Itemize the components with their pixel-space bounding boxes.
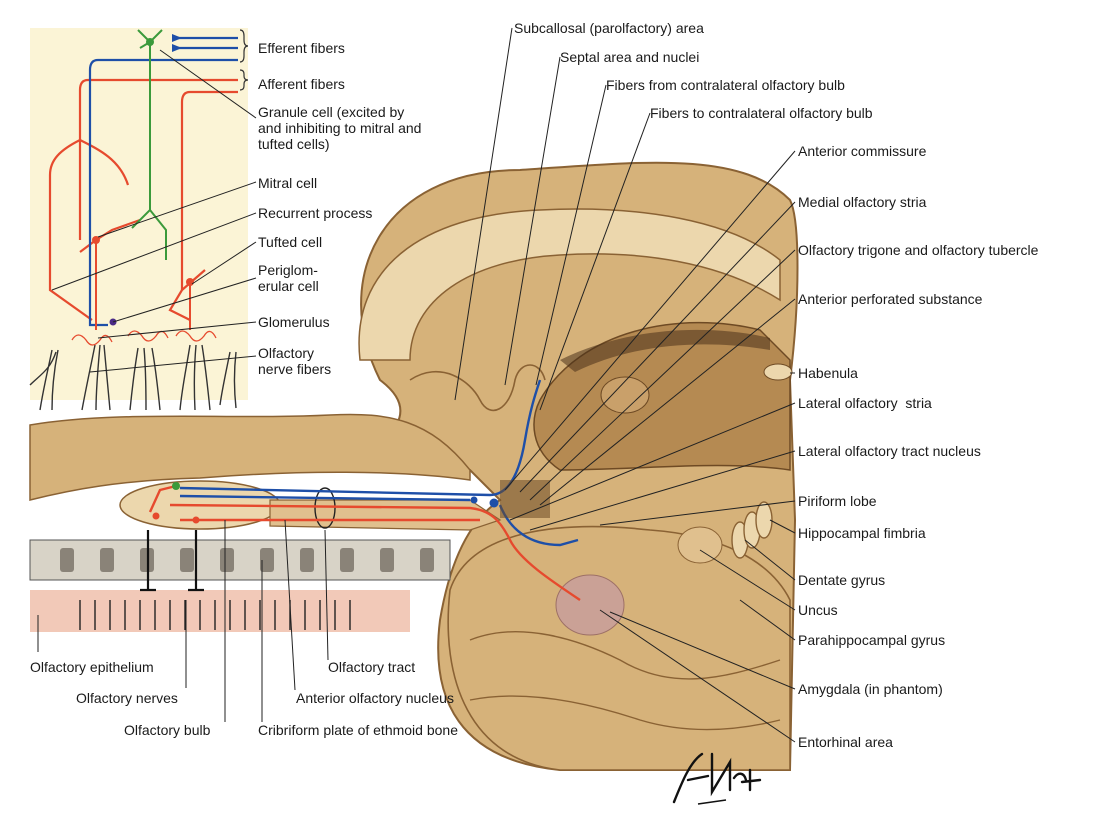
temporal-lobe: [447, 525, 791, 771]
inset-efferent-arrows: [172, 34, 182, 52]
fiber-junction-node: [489, 498, 499, 508]
label-efferent-fibers: Efferent fibers: [258, 40, 345, 56]
label-olfactory-trigone: Olfactory trigone and olfactory tubercle: [798, 242, 1039, 258]
label-recurrent-process: Recurrent process: [258, 205, 373, 221]
label-lateral-olfactory-stria: Lateral olfactory stria: [798, 395, 932, 411]
label-tufted-cell: Tufted cell: [258, 234, 323, 250]
label-anterior-perforated-substance: Anterior perforated substance: [798, 291, 983, 307]
ventricle-shadow: [560, 329, 770, 372]
inset-afferent-fibers: [48, 78, 238, 321]
label-subcallosal-area: Subcallosal (parolfactory) area: [514, 20, 704, 36]
olfactory-receptor-cells: [79, 600, 351, 630]
label-dentate-gyrus: Dentate gyrus: [798, 572, 886, 588]
label-lateral-olfactory-tract-nucleus: Lateral olfactory tract nucleus: [798, 443, 981, 459]
anterior-perforated-substance: [500, 480, 550, 518]
label-olfactory-epithelium: Olfactory epithelium: [30, 659, 154, 675]
label-anterior-commissure: Anterior commissure: [798, 143, 927, 159]
habenula-body: [763, 363, 793, 381]
label-parahippocampal-gyrus: Parahippocampal gyrus: [798, 632, 946, 648]
label-cribriform-plate: Cribriform plate of ethmoid bone: [258, 722, 458, 738]
olfactory-tract-band: [269, 499, 502, 531]
inset-nerve-fibers: [29, 344, 237, 411]
label-medial-olfactory-stria: Medial olfactory stria: [798, 194, 927, 210]
uncus-bump: [677, 526, 723, 564]
inset-mitral-cell: [92, 236, 100, 330]
inset-granule-soma: [146, 38, 154, 46]
label-olfactory-nerves: Olfactory nerves: [76, 690, 178, 706]
amygdala-phantom: [555, 574, 625, 636]
olfactory-epithelium-band: [30, 590, 410, 632]
label-granule-cell: Granule cell (excited by and inhibiting …: [258, 104, 422, 152]
label-olfactory-nerve-fibers: Olfactory nerve fibers: [258, 345, 332, 377]
olfactory-tract-marker: [314, 487, 336, 529]
temporal-gyri: [469, 631, 781, 731]
frontal-base: [29, 413, 471, 501]
label-anterior-olfactory-nucleus: Anterior olfactory nucleus: [296, 690, 454, 706]
inset-braces: [239, 29, 249, 91]
label-glomerulus: Glomerulus: [258, 314, 330, 330]
label-hippocampal-fimbria: Hippocampal fimbria: [798, 525, 926, 541]
leader-lines: [37, 27, 796, 743]
label-fibers-to-contralateral: Fibers to contralateral olfactory bulb: [650, 105, 873, 121]
label-fibers-from-contralateral: Fibers from contralateral olfactory bulb: [606, 77, 845, 93]
label-septal-area: Septal area and nuclei: [560, 49, 700, 65]
label-afferent-fibers: Afferent fibers: [258, 76, 345, 92]
fiber-node-small: [470, 496, 478, 504]
interthalamic-adhesion: [600, 376, 650, 414]
olfactory-nerve-bundles: [140, 530, 204, 592]
label-uncus: Uncus: [798, 602, 838, 618]
signature-icon: [672, 752, 762, 805]
inset-background: [30, 28, 248, 400]
label-piriform-lobe: Piriform lobe: [798, 493, 877, 509]
label-periglomerular-cell: Periglom- erular cell: [258, 262, 319, 294]
cribriform-pores: [60, 548, 434, 572]
corpus-callosum: [358, 208, 781, 361]
label-olfactory-tract: Olfactory tract: [328, 659, 416, 675]
label-olfactory-bulb: Olfactory bulb: [124, 722, 211, 738]
label-entorhinal-area: Entorhinal area: [798, 734, 893, 750]
label-habenula: Habenula: [798, 365, 858, 381]
hippocampal-fimbria-coil: [731, 501, 773, 559]
label-mitral-cell: Mitral cell: [258, 175, 318, 191]
inset-efferent-fibers: [88, 36, 238, 327]
label-amygdala: Amygdala (in phantom): [798, 681, 943, 697]
septal-folds: [409, 364, 546, 412]
main-afferent-fibers: [148, 484, 581, 601]
olfactory-bulb-cells: [152, 482, 200, 524]
